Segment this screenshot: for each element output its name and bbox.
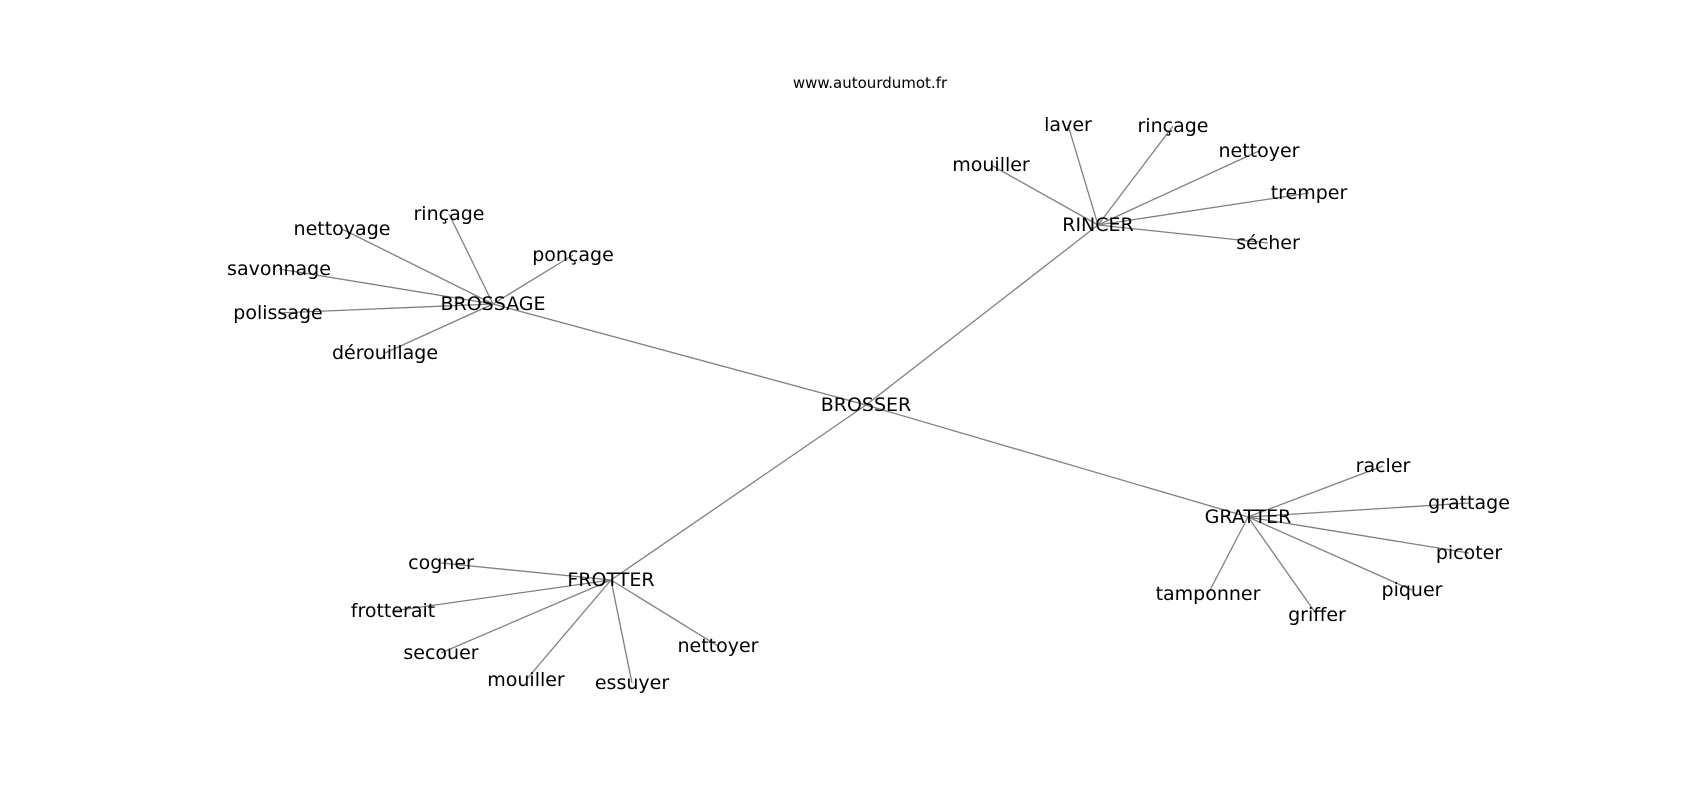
word-node-gratter-5: tamponner: [1156, 583, 1261, 605]
edge-frotter-5: [610, 579, 719, 647]
edges-layer: [277, 124, 1470, 684]
edge-frotter-0: [440, 562, 612, 581]
word-node-frotter-0: cogner: [408, 552, 474, 574]
word-node-brossage-1: nettoyage: [294, 218, 391, 240]
edge-brossage-0: [448, 213, 494, 305]
edge-rincer-0: [1067, 124, 1099, 226]
edge-center-rincer: [865, 224, 1099, 406]
cluster-node-frotter: FROTTER: [567, 569, 654, 591]
cluster-node-rincer: RINCER: [1062, 214, 1134, 236]
word-node-brossage-0: rinçage: [414, 203, 485, 225]
edge-center-gratter: [865, 404, 1249, 518]
word-node-brossage-5: dérouillage: [332, 342, 438, 364]
word-node-brossage-3: ponçage: [532, 244, 614, 266]
edge-frotter-1: [392, 579, 612, 612]
edge-gratter-4: [1247, 516, 1318, 616]
edge-frotter-2: [440, 579, 612, 654]
word-node-frotter-3: mouiller: [487, 669, 565, 691]
word-node-rincer-2: mouiller: [952, 154, 1030, 176]
edge-brossage-2: [278, 268, 494, 305]
word-node-rincer-3: nettoyer: [1218, 140, 1299, 162]
edge-rincer-4: [1097, 192, 1310, 226]
edge-rincer-3: [1097, 150, 1260, 226]
word-node-brossage-2: savonnage: [227, 258, 331, 280]
word-node-gratter-0: racler: [1356, 455, 1411, 477]
word-node-gratter-4: griffer: [1288, 604, 1346, 626]
edge-gratter-2: [1247, 516, 1470, 554]
word-node-rincer-1: rinçage: [1138, 115, 1209, 137]
edge-gratter-3: [1247, 516, 1413, 591]
center-node-label: BROSSER: [821, 394, 912, 416]
labels-layer: www.autourdumot.fr BROSSER BROSSAGE rinçag…: [227, 74, 1510, 694]
word-node-gratter-2: picoter: [1436, 542, 1503, 564]
edge-rincer-2: [990, 164, 1099, 226]
edge-center-brossage: [492, 303, 867, 406]
word-node-rincer-0: laver: [1044, 114, 1092, 136]
word-node-frotter-2: secouer: [403, 642, 478, 664]
word-node-brossage-4: polissage: [233, 302, 322, 324]
cluster-node-brossage: BROSSAGE: [440, 293, 545, 315]
word-node-gratter-3: piquer: [1382, 579, 1443, 601]
edge-brossage-4: [277, 303, 494, 314]
cluster-node-gratter: GRATTER: [1205, 506, 1292, 528]
word-node-frotter-1: frotterait: [351, 600, 435, 622]
edge-frotter-3: [525, 579, 612, 681]
edge-gratter-5: [1207, 516, 1249, 595]
word-node-rincer-4: tremper: [1271, 182, 1348, 204]
edge-center-frotter: [610, 404, 867, 581]
edge-gratter-1: [1247, 502, 1470, 518]
edge-brossage-5: [384, 303, 494, 354]
word-node-frotter-5: nettoyer: [677, 635, 758, 657]
source-watermark: www.autourdumot.fr: [793, 74, 948, 92]
word-node-frotter-4: essuyer: [595, 672, 669, 694]
edge-gratter-0: [1247, 465, 1384, 518]
edge-frotter-4: [610, 579, 633, 684]
edge-brossage-1: [341, 228, 494, 305]
edge-brossage-3: [492, 254, 574, 305]
word-node-rincer-5: sécher: [1236, 232, 1300, 254]
edge-rincer-1: [1097, 125, 1174, 226]
edge-rincer-5: [1097, 224, 1269, 244]
word-node-gratter-1: grattage: [1428, 492, 1510, 514]
